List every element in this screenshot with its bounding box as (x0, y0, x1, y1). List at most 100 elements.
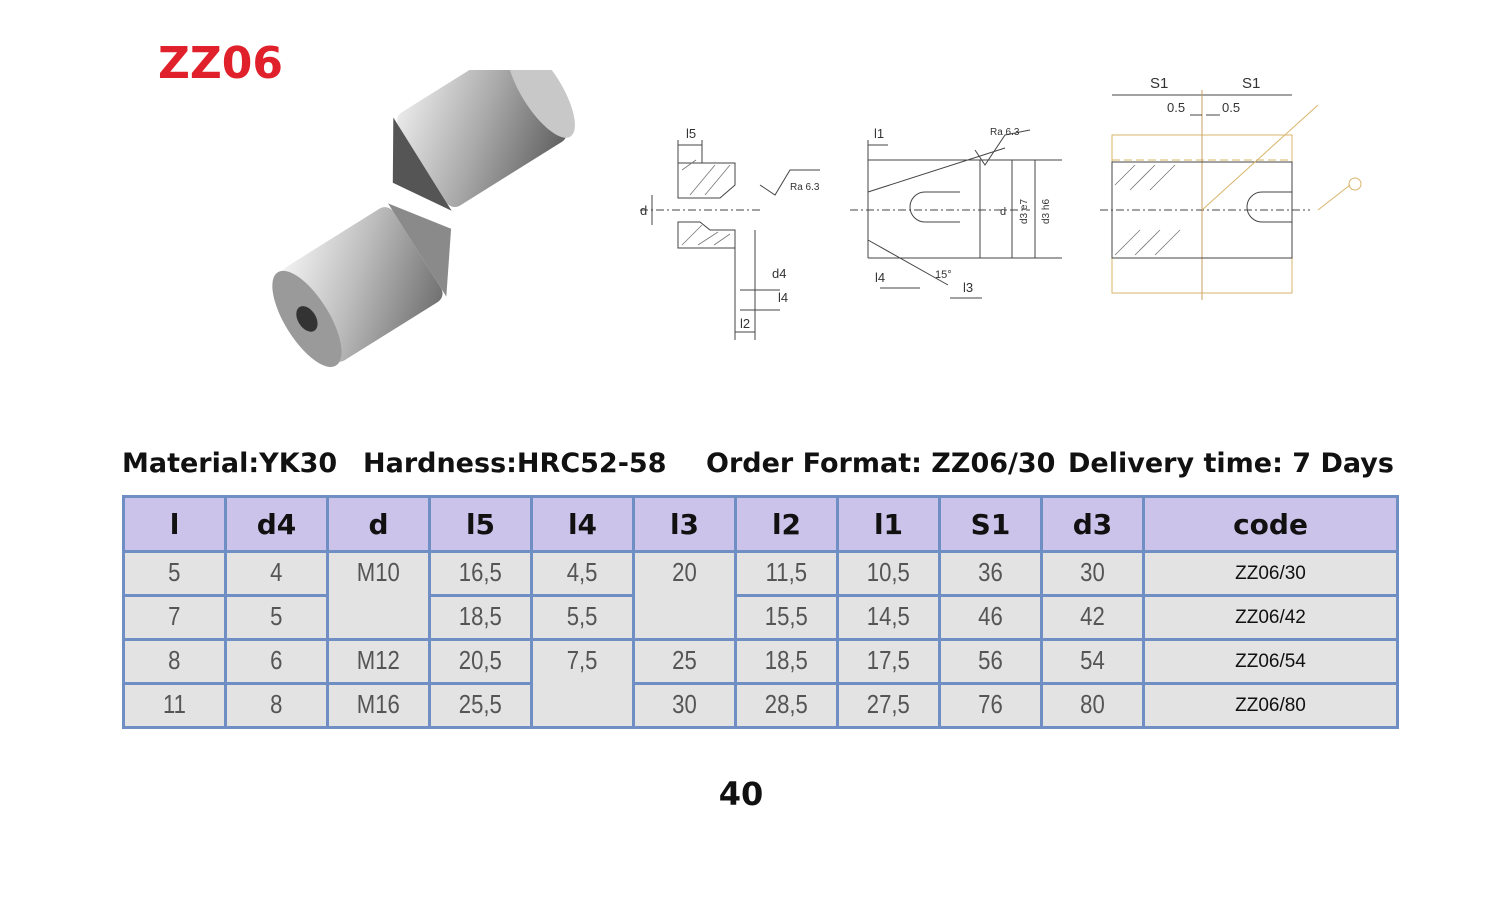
label-half-left: 0.5 (1167, 100, 1185, 115)
cell-value: 7 (168, 601, 181, 631)
table-cell-l3: 20 (632, 550, 737, 641)
table-cell-l5: 18,5 (428, 594, 533, 641)
table-cell-l1: 14,5 (836, 594, 941, 641)
table-cell-l: 7 (122, 594, 227, 641)
cell-value: 27,5 (866, 689, 911, 719)
table-cell-d4: 5 (224, 594, 329, 641)
cell-value: 18,5 (458, 601, 503, 631)
spec-order-format: Order Format: ZZ06/30 (706, 448, 1056, 479)
table-cell-s1: 36 (938, 550, 1043, 597)
table-cell-l1: 10,5 (836, 550, 941, 597)
product-title: ZZ06 (158, 38, 284, 89)
table-cell-l5: 16,5 (428, 550, 533, 597)
label-ra-1: Ra 6.3 (790, 182, 820, 193)
table-cell-l2: 18,5 (734, 638, 839, 685)
label-l1: l1 (874, 126, 884, 141)
cell-value: 80 (1080, 689, 1105, 719)
table-cell-l1: 17,5 (836, 638, 941, 685)
spec-hardness: Hardness:HRC52-58 (363, 448, 667, 479)
column-header-l3: l3 (632, 495, 737, 553)
table-cell-s1: 56 (938, 638, 1043, 685)
cell-value: 5 (270, 601, 283, 631)
drawing-section-2: l1 Ra 6.3 l4 15° l3 d d3 e7 d3 h6 (850, 126, 1062, 299)
table-cell-d: M16 (326, 682, 431, 729)
table-cell-d: M10 (326, 550, 431, 641)
cell-value: 28,5 (764, 689, 809, 719)
column-header-d4: d4 (224, 495, 329, 553)
label-angle: 15° (935, 269, 952, 281)
cell-value: 76 (978, 689, 1003, 719)
label-l4: l4 (778, 290, 788, 305)
product-photo (272, 70, 575, 367)
cell-value: 11,5 (765, 557, 808, 587)
label-d-2: d (1000, 206, 1006, 218)
cell-value: 54 (1080, 645, 1105, 675)
table-cell-l3: 25 (632, 638, 737, 685)
cell-value: 4,5 (567, 557, 598, 587)
table-cell-code: ZZ06/80 (1142, 682, 1399, 729)
cell-value: 25 (672, 645, 697, 675)
table-cell-d4: 4 (224, 550, 329, 597)
cell-value: 6 (270, 645, 283, 675)
drawing-section-1: l5 d Ra 6.3 d4 l4 l2 (640, 126, 820, 340)
column-header-s1: S1 (938, 495, 1043, 553)
cell-value: 4 (270, 557, 283, 587)
cell-value: M16 (356, 689, 400, 719)
table-cell-l2: 11,5 (734, 550, 839, 597)
label-l5: l5 (686, 126, 696, 141)
label-half-right: 0.5 (1222, 100, 1240, 115)
table-cell-l: 5 (122, 550, 227, 597)
table-cell-d3: 42 (1040, 594, 1145, 641)
label-l2: l2 (740, 316, 750, 331)
column-header-d: d (326, 495, 431, 553)
column-header-d3: d3 (1040, 495, 1145, 553)
page-number: 40 (718, 775, 764, 813)
label-l3: l3 (963, 280, 973, 295)
column-header-l1: l1 (836, 495, 941, 553)
table-cell-l5: 20,5 (428, 638, 533, 685)
column-header-l5: l5 (428, 495, 533, 553)
label-d4: d4 (772, 266, 786, 281)
column-header-l2: l2 (734, 495, 839, 553)
cell-value: 8 (270, 689, 283, 719)
table-cell-l: 8 (122, 638, 227, 685)
cell-value: 30 (672, 689, 697, 719)
table-cell-code: ZZ06/30 (1142, 550, 1399, 597)
cell-value: 5 (168, 557, 181, 587)
table-cell-l5: 25,5 (428, 682, 533, 729)
table-cell-l3: 30 (632, 682, 737, 729)
cell-value: 14,5 (866, 601, 911, 631)
table-cell-d3: 80 (1040, 682, 1145, 729)
table-row: 11 8 M16 25,5 30 28,5 27,5 76 80 ZZ06/80 (122, 682, 1399, 729)
label-s1-right: S1 (1242, 75, 1260, 92)
cell-value: 17,5 (866, 645, 911, 675)
table-cell-l1: 27,5 (836, 682, 941, 729)
cell-value: 46 (978, 601, 1003, 631)
cell-value: 56 (978, 645, 1003, 675)
table-cell-d4: 6 (224, 638, 329, 685)
table-cell-s1: 46 (938, 594, 1043, 641)
label-l4b: l4 (875, 270, 885, 285)
table-cell-code: ZZ06/54 (1142, 638, 1399, 685)
cell-value: 11 (163, 689, 186, 719)
cell-value: 20 (672, 557, 697, 587)
table-row: 8 6 M12 20,5 7,5 25 18,5 17,5 56 54 ZZ06/54 (122, 638, 1399, 729)
table-cell-d4: 8 (224, 682, 329, 729)
column-header-l: l (122, 495, 227, 553)
table-cell-l4: 5,5 (530, 594, 635, 641)
table-cell-d3: 54 (1040, 638, 1145, 685)
table-cell-l: 11 (122, 682, 227, 729)
label-s1-left: S1 (1150, 75, 1168, 92)
cell-value: 7,5 (567, 645, 598, 675)
label-ra-2: Ra 6.3 (990, 127, 1020, 138)
cell-value: 42 (1080, 601, 1105, 631)
column-header-code: code (1142, 495, 1399, 553)
cell-value: 5,5 (567, 601, 598, 631)
cell-value: M12 (356, 645, 400, 675)
cell-value: 16,5 (458, 557, 503, 587)
table-cell-d3: 30 (1040, 550, 1145, 597)
